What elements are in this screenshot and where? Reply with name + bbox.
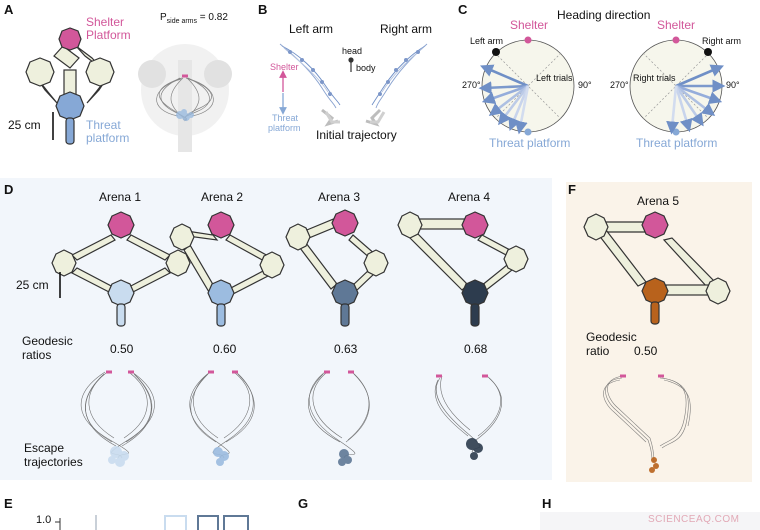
escape-trajectories-1 [80, 371, 155, 459]
watermark: SCIENCEAQ.COM [648, 514, 740, 525]
ratio-arena-5: 0.50 [634, 344, 658, 358]
left-arm-label-b: Left arm [289, 22, 334, 36]
right-arm-label-c: Right arm [702, 36, 742, 46]
platform-label-a: Platform [86, 28, 131, 42]
escape-label: Escape [24, 441, 65, 455]
shelter-label-b: Shelter [270, 62, 299, 72]
arena-4-title: Arena 4 [448, 190, 491, 204]
arena-2-title: Arena 2 [201, 190, 244, 204]
arena-a-trajectories [138, 44, 232, 152]
initial-trajectory-caption: Initial trajectory [316, 128, 397, 142]
panel-letter-f: F [568, 182, 576, 197]
initial-trajectory-left [279, 43, 341, 127]
threat-cluster-4 [466, 438, 483, 460]
threat-cluster-5 [649, 457, 659, 473]
threat-platform-label-c-right: Threat platform [636, 136, 718, 150]
geodesic-label-d: Geodesic [22, 334, 73, 348]
escape-trajectories-2 [189, 371, 255, 459]
panel-letter-e: E [4, 496, 13, 511]
initial-trajectory-right [365, 43, 428, 127]
shelter-label-c-right: Shelter [657, 18, 696, 32]
body-label: body [356, 63, 376, 73]
p-symbol: P [160, 12, 167, 23]
head-label: head [342, 46, 363, 56]
ratio-arena-3: 0.63 [334, 342, 358, 356]
panel-letter-g: G [298, 496, 309, 511]
arena-a-schematic [25, 27, 115, 145]
p-value: = 0.82 [199, 12, 228, 23]
arena-1-schematic [51, 211, 191, 327]
p-subscript: side arms [166, 18, 198, 25]
shelter-label-c-left: Shelter [510, 18, 549, 32]
threat-label-a: Threat [86, 118, 121, 132]
panel-letter-c: C [458, 2, 468, 17]
deg-90-right: 90° [726, 80, 740, 90]
arena-5-title: Arena 5 [637, 194, 680, 208]
deg-270-right: 270° [610, 80, 629, 90]
arena-5-schematic [583, 211, 731, 325]
trajectories-label: trajectories [24, 455, 83, 469]
ratio-label-f: ratio [586, 344, 610, 358]
escape-trajectories-5 [603, 375, 691, 463]
arena-2-schematic [169, 211, 285, 327]
escape-trajectories-3 [308, 371, 370, 459]
panel-e-axis [55, 515, 249, 530]
shelter-label-a: Shelter [86, 15, 125, 29]
arena-4-schematic [397, 211, 529, 327]
threat-label-b: Threat [272, 113, 299, 123]
ratio-arena-1: 0.50 [110, 342, 134, 356]
panel-letter-b: B [258, 2, 268, 17]
panel-letter-h: H [542, 496, 552, 511]
geodesic-label-f: Geodesic [586, 330, 637, 344]
scale-label-d: 25 cm [16, 278, 49, 292]
left-trials-label: Left trials [536, 73, 573, 83]
axis-tick-e: 1.0 [36, 514, 52, 526]
platform-label-b: platform [268, 123, 301, 133]
right-arm-label-b: Right arm [380, 22, 433, 36]
heading-direction-title: Heading direction [557, 8, 651, 22]
polar-plot-right [629, 36, 726, 136]
right-trials-label: Right trials [633, 73, 676, 83]
panel-letter-a: A [4, 2, 14, 17]
ratio-arena-2: 0.60 [213, 342, 237, 356]
arena-3-title: Arena 3 [318, 190, 361, 204]
left-arm-label-c: Left arm [470, 36, 504, 46]
deg-270-left: 270° [462, 80, 481, 90]
arena-1-title: Arena 1 [99, 190, 142, 204]
polar-plot-left [478, 36, 575, 136]
threat-platform-label-a: platform [86, 131, 130, 145]
ratios-label-d: ratios [22, 348, 52, 362]
threat-cluster-2 [213, 447, 229, 466]
panel-h-background [540, 512, 760, 530]
side-arms-probability: Pside arms = 0.82 [160, 12, 228, 25]
scale-label-a: 25 cm [8, 118, 41, 132]
deg-90-left: 90° [578, 80, 592, 90]
shelter-marks-d [106, 370, 488, 378]
panel-letter-d: D [4, 182, 14, 197]
threat-platform-label-c-left: Threat platform [489, 136, 571, 150]
head-body-icon [348, 57, 354, 72]
threat-cluster-3 [338, 449, 352, 466]
ratio-arena-4: 0.68 [464, 342, 488, 356]
arena-3-schematic [285, 209, 389, 327]
threat-cluster-1 [108, 446, 129, 467]
